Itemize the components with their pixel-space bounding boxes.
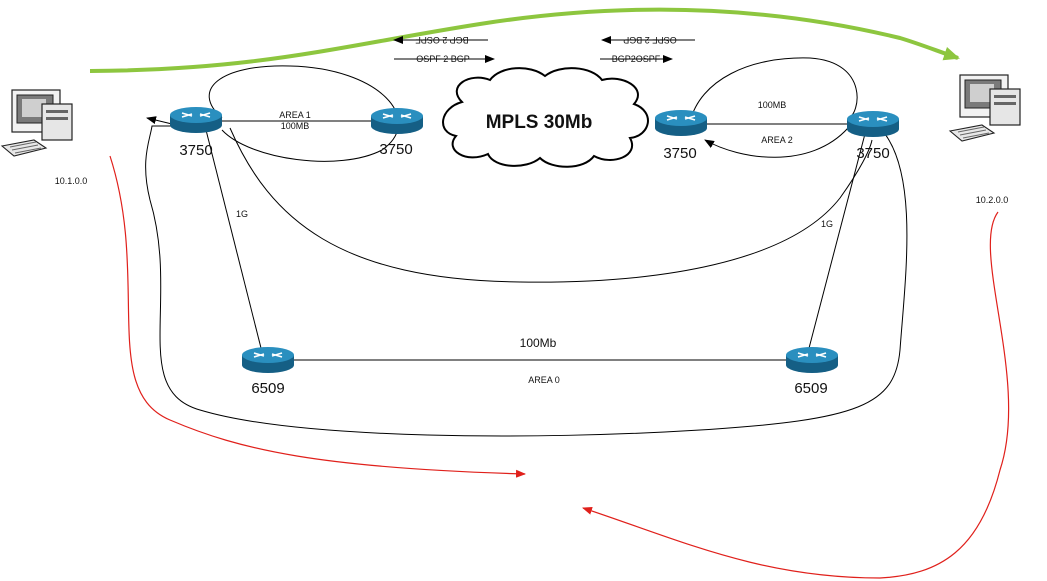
router-left-mpls-label: 3750 [379, 141, 412, 158]
router-right-core-label: 6509 [794, 380, 827, 397]
router-right-edge [846, 110, 900, 138]
area1-label: AREA 1 [279, 110, 311, 120]
area2-label: AREA 2 [761, 135, 793, 145]
router-right-core [785, 346, 839, 374]
link-right-uplink [807, 129, 867, 353]
flow-loop-right [689, 57, 858, 158]
host-right-pc-icon [949, 74, 1021, 142]
red-path-right [582, 211, 1010, 579]
router-right-edge-label: 3750 [856, 145, 889, 162]
host-right-subnet: 10.2.0.0 [976, 195, 1009, 205]
area2-speed-label: 100MB [758, 100, 787, 110]
mpls-cloud [442, 67, 649, 168]
router-left-edge-label: 3750 [179, 142, 212, 159]
green-traffic-path [89, 7, 960, 73]
red-path-left [109, 155, 526, 478]
host-left-subnet: 10.1.0.0 [55, 176, 88, 186]
link-left-uplink [204, 125, 263, 353]
router-right-mpls [654, 109, 708, 137]
flow-wide-curve [229, 127, 873, 283]
host-left-pc-icon [1, 89, 73, 157]
flow-outer-loop [145, 125, 908, 437]
redist-left-reverse-label: BGP 2 OSPF [415, 35, 469, 45]
router-left-edge [169, 106, 223, 134]
area0-label: AREA 0 [528, 375, 560, 385]
router-left-core [241, 346, 295, 374]
router-right-mpls-label: 3750 [663, 145, 696, 162]
redist-left-forward-label: OSPF 2 BGP [416, 54, 470, 64]
redist-right-forward-label: BGP2OSPF [612, 54, 661, 64]
mpls-cloud-label: MPLS 30Mb [486, 112, 593, 133]
core-speed-label: 100Mb [520, 336, 557, 350]
router-left-core-label: 6509 [251, 380, 284, 397]
area1-speed-label: 100MB [281, 121, 310, 131]
redist-right-reverse-label: OSPF 2 BGP [623, 35, 677, 45]
router-left-mpls [370, 107, 424, 135]
left-uplink-label: 1G [236, 209, 248, 219]
right-uplink-label: 1G [821, 219, 833, 229]
flow-loop-left [208, 65, 399, 162]
flow-arrow-left [146, 116, 173, 125]
